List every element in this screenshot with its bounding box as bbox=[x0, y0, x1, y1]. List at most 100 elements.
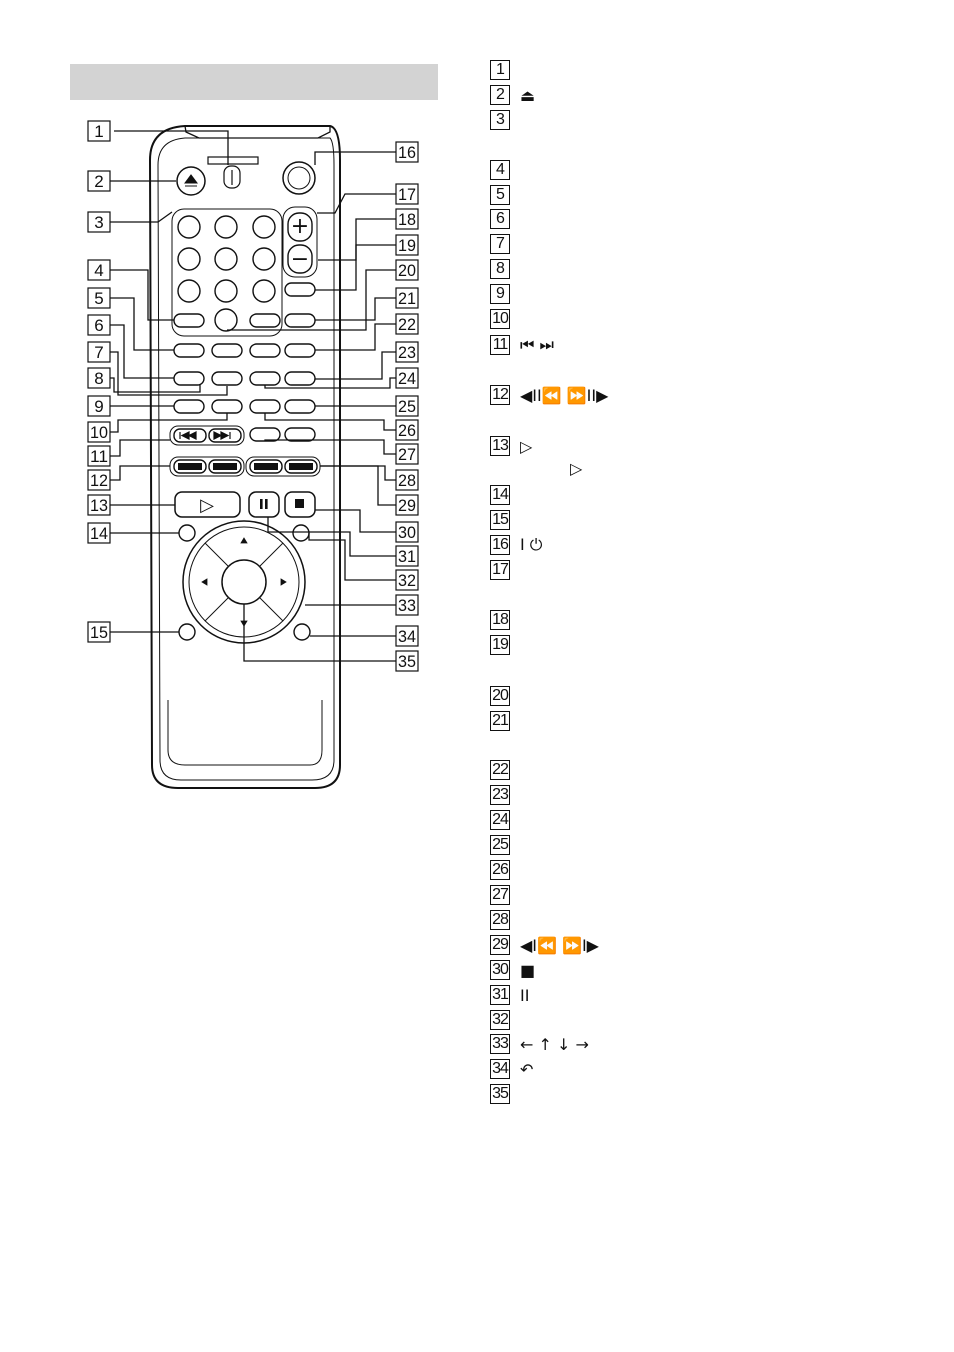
legend-num: 20 bbox=[490, 686, 510, 706]
legend-num: 6 bbox=[490, 209, 510, 229]
pause-icon: II bbox=[520, 985, 530, 1005]
legend-num: 30 bbox=[490, 960, 510, 980]
legend-num: 18 bbox=[490, 610, 510, 630]
legend-num: 19 bbox=[490, 635, 510, 655]
legend-num: 11 bbox=[490, 335, 510, 355]
callout-9: 9 bbox=[94, 397, 103, 416]
callout-13: 13 bbox=[90, 496, 108, 515]
callout-15: 15 bbox=[90, 623, 108, 642]
legend-row-8: 8 bbox=[490, 258, 520, 280]
legend-row-3: 3 bbox=[490, 109, 520, 131]
legend-num: 32 bbox=[490, 1010, 510, 1030]
callout-23: 23 bbox=[398, 343, 416, 362]
legend-row-24: 24 bbox=[490, 809, 520, 831]
callout-6: 6 bbox=[94, 316, 103, 335]
callout-27: 27 bbox=[398, 445, 416, 464]
legend-row-35: 35 bbox=[490, 1083, 520, 1105]
legend-row-28: 28 bbox=[490, 909, 520, 931]
arrow-keys-icon: ← ↑ ↓ → bbox=[520, 1034, 589, 1054]
callout-10: 10 bbox=[90, 423, 108, 442]
legend-num: 13 bbox=[490, 436, 510, 456]
legend-num: 2 bbox=[490, 85, 510, 105]
play-icon: ▷ bbox=[570, 459, 583, 478]
legend-row-23: 23 bbox=[490, 784, 520, 806]
callout-32: 32 bbox=[398, 571, 416, 590]
prev-next-icon: ⏮ ⏭ bbox=[520, 335, 554, 354]
section-header-bar bbox=[70, 64, 438, 100]
callout-21: 21 bbox=[398, 289, 416, 308]
callout-boxes-right: 16 17 18 19 20 21 22 23 24 25 26 27 28 2… bbox=[395, 141, 419, 672]
callout-30: 30 bbox=[398, 523, 416, 542]
legend-row-25: 25 bbox=[490, 834, 520, 856]
legend-num: 17 bbox=[490, 560, 510, 580]
legend-num: 26 bbox=[490, 860, 510, 880]
callout-22: 22 bbox=[398, 315, 416, 334]
callout-5: 5 bbox=[94, 289, 103, 308]
legend-num: 28 bbox=[490, 910, 510, 930]
play-symbol: ▷ bbox=[200, 495, 214, 516]
callout-29: 29 bbox=[398, 496, 416, 515]
callout-16: 16 bbox=[398, 143, 416, 162]
power-button-shape bbox=[282, 161, 316, 195]
legend-row-27: 27 bbox=[490, 884, 520, 906]
callout-24: 24 bbox=[398, 369, 416, 388]
legend-num: 22 bbox=[490, 760, 510, 780]
legend-row-30: 30 ■ bbox=[490, 959, 535, 981]
legend-num: 7 bbox=[490, 234, 510, 254]
legend-num: 27 bbox=[490, 885, 510, 905]
callout-4: 4 bbox=[94, 261, 103, 280]
legend-row-21: 21 bbox=[490, 710, 520, 732]
legend-num: 23 bbox=[490, 785, 510, 805]
legend-row-4: 4 bbox=[490, 159, 520, 181]
legend-row-6: 6 bbox=[490, 208, 520, 230]
stop-icon: ■ bbox=[520, 960, 536, 980]
legend-row-18: 18 bbox=[490, 609, 520, 631]
legend-row-26: 26 bbox=[490, 859, 520, 881]
legend-row-32: 32 bbox=[490, 1009, 520, 1031]
legend-row-14: 14 bbox=[490, 484, 520, 506]
legend-row-19: 19 bbox=[490, 634, 520, 656]
return-icon: ↶ bbox=[520, 1059, 534, 1079]
callout-26: 26 bbox=[398, 421, 416, 440]
scan-icon: ◀I⏪ ⏩I▶ bbox=[520, 935, 599, 955]
legend-row-33: 33← ↑ ↓ → bbox=[490, 1033, 589, 1055]
legend-num: 9 bbox=[490, 284, 510, 304]
callout-25: 25 bbox=[398, 397, 416, 416]
callout-20: 20 bbox=[398, 261, 416, 280]
callout-33: 33 bbox=[398, 596, 416, 615]
number-pad bbox=[171, 208, 283, 337]
round-buttons bbox=[178, 524, 311, 641]
callout-34: 34 bbox=[398, 627, 416, 646]
legend-row-12: 12◀II⏪ ⏩II▶ bbox=[490, 384, 608, 406]
legend-row-5: 5 bbox=[490, 184, 520, 206]
legend-num: 29 bbox=[490, 935, 510, 955]
legend-num: 35 bbox=[490, 1084, 510, 1104]
callout-7: 7 bbox=[94, 343, 103, 362]
legend-row-15: 15 bbox=[490, 509, 520, 531]
callout-31: 31 bbox=[398, 547, 416, 566]
legend-num: 12 bbox=[490, 385, 510, 405]
legend-row-13: 13 ▷ bbox=[490, 435, 532, 457]
play-icon: ▷ bbox=[520, 436, 533, 456]
legend-row-9: 9 bbox=[490, 283, 520, 305]
legend-num: 4 bbox=[490, 160, 510, 180]
eject-button-shape bbox=[176, 166, 206, 196]
oval-buttons bbox=[173, 282, 316, 442]
leader-lines bbox=[110, 130, 396, 662]
volume-plus-symbol: + bbox=[291, 214, 309, 239]
volume-minus-symbol: − bbox=[291, 247, 309, 272]
callout-19: 19 bbox=[398, 236, 416, 255]
callout-boxes-left: 1 2 3 4 5 6 7 8 9 10 11 12 13 14 15 bbox=[87, 120, 111, 643]
mode-switch bbox=[207, 156, 259, 189]
legend-row-11: 11 ⏮ ⏭ bbox=[490, 334, 554, 356]
legend-row-17: 17 bbox=[490, 559, 520, 581]
legend-row-10: 10 bbox=[490, 308, 520, 330]
legend-num: 34 bbox=[490, 1059, 510, 1079]
slow-replay-buttons bbox=[169, 456, 321, 477]
callout-28: 28 bbox=[398, 471, 416, 490]
pause-stop-buttons bbox=[248, 491, 316, 518]
legend-num: 1 bbox=[490, 60, 510, 80]
callout-17: 17 bbox=[398, 185, 416, 204]
